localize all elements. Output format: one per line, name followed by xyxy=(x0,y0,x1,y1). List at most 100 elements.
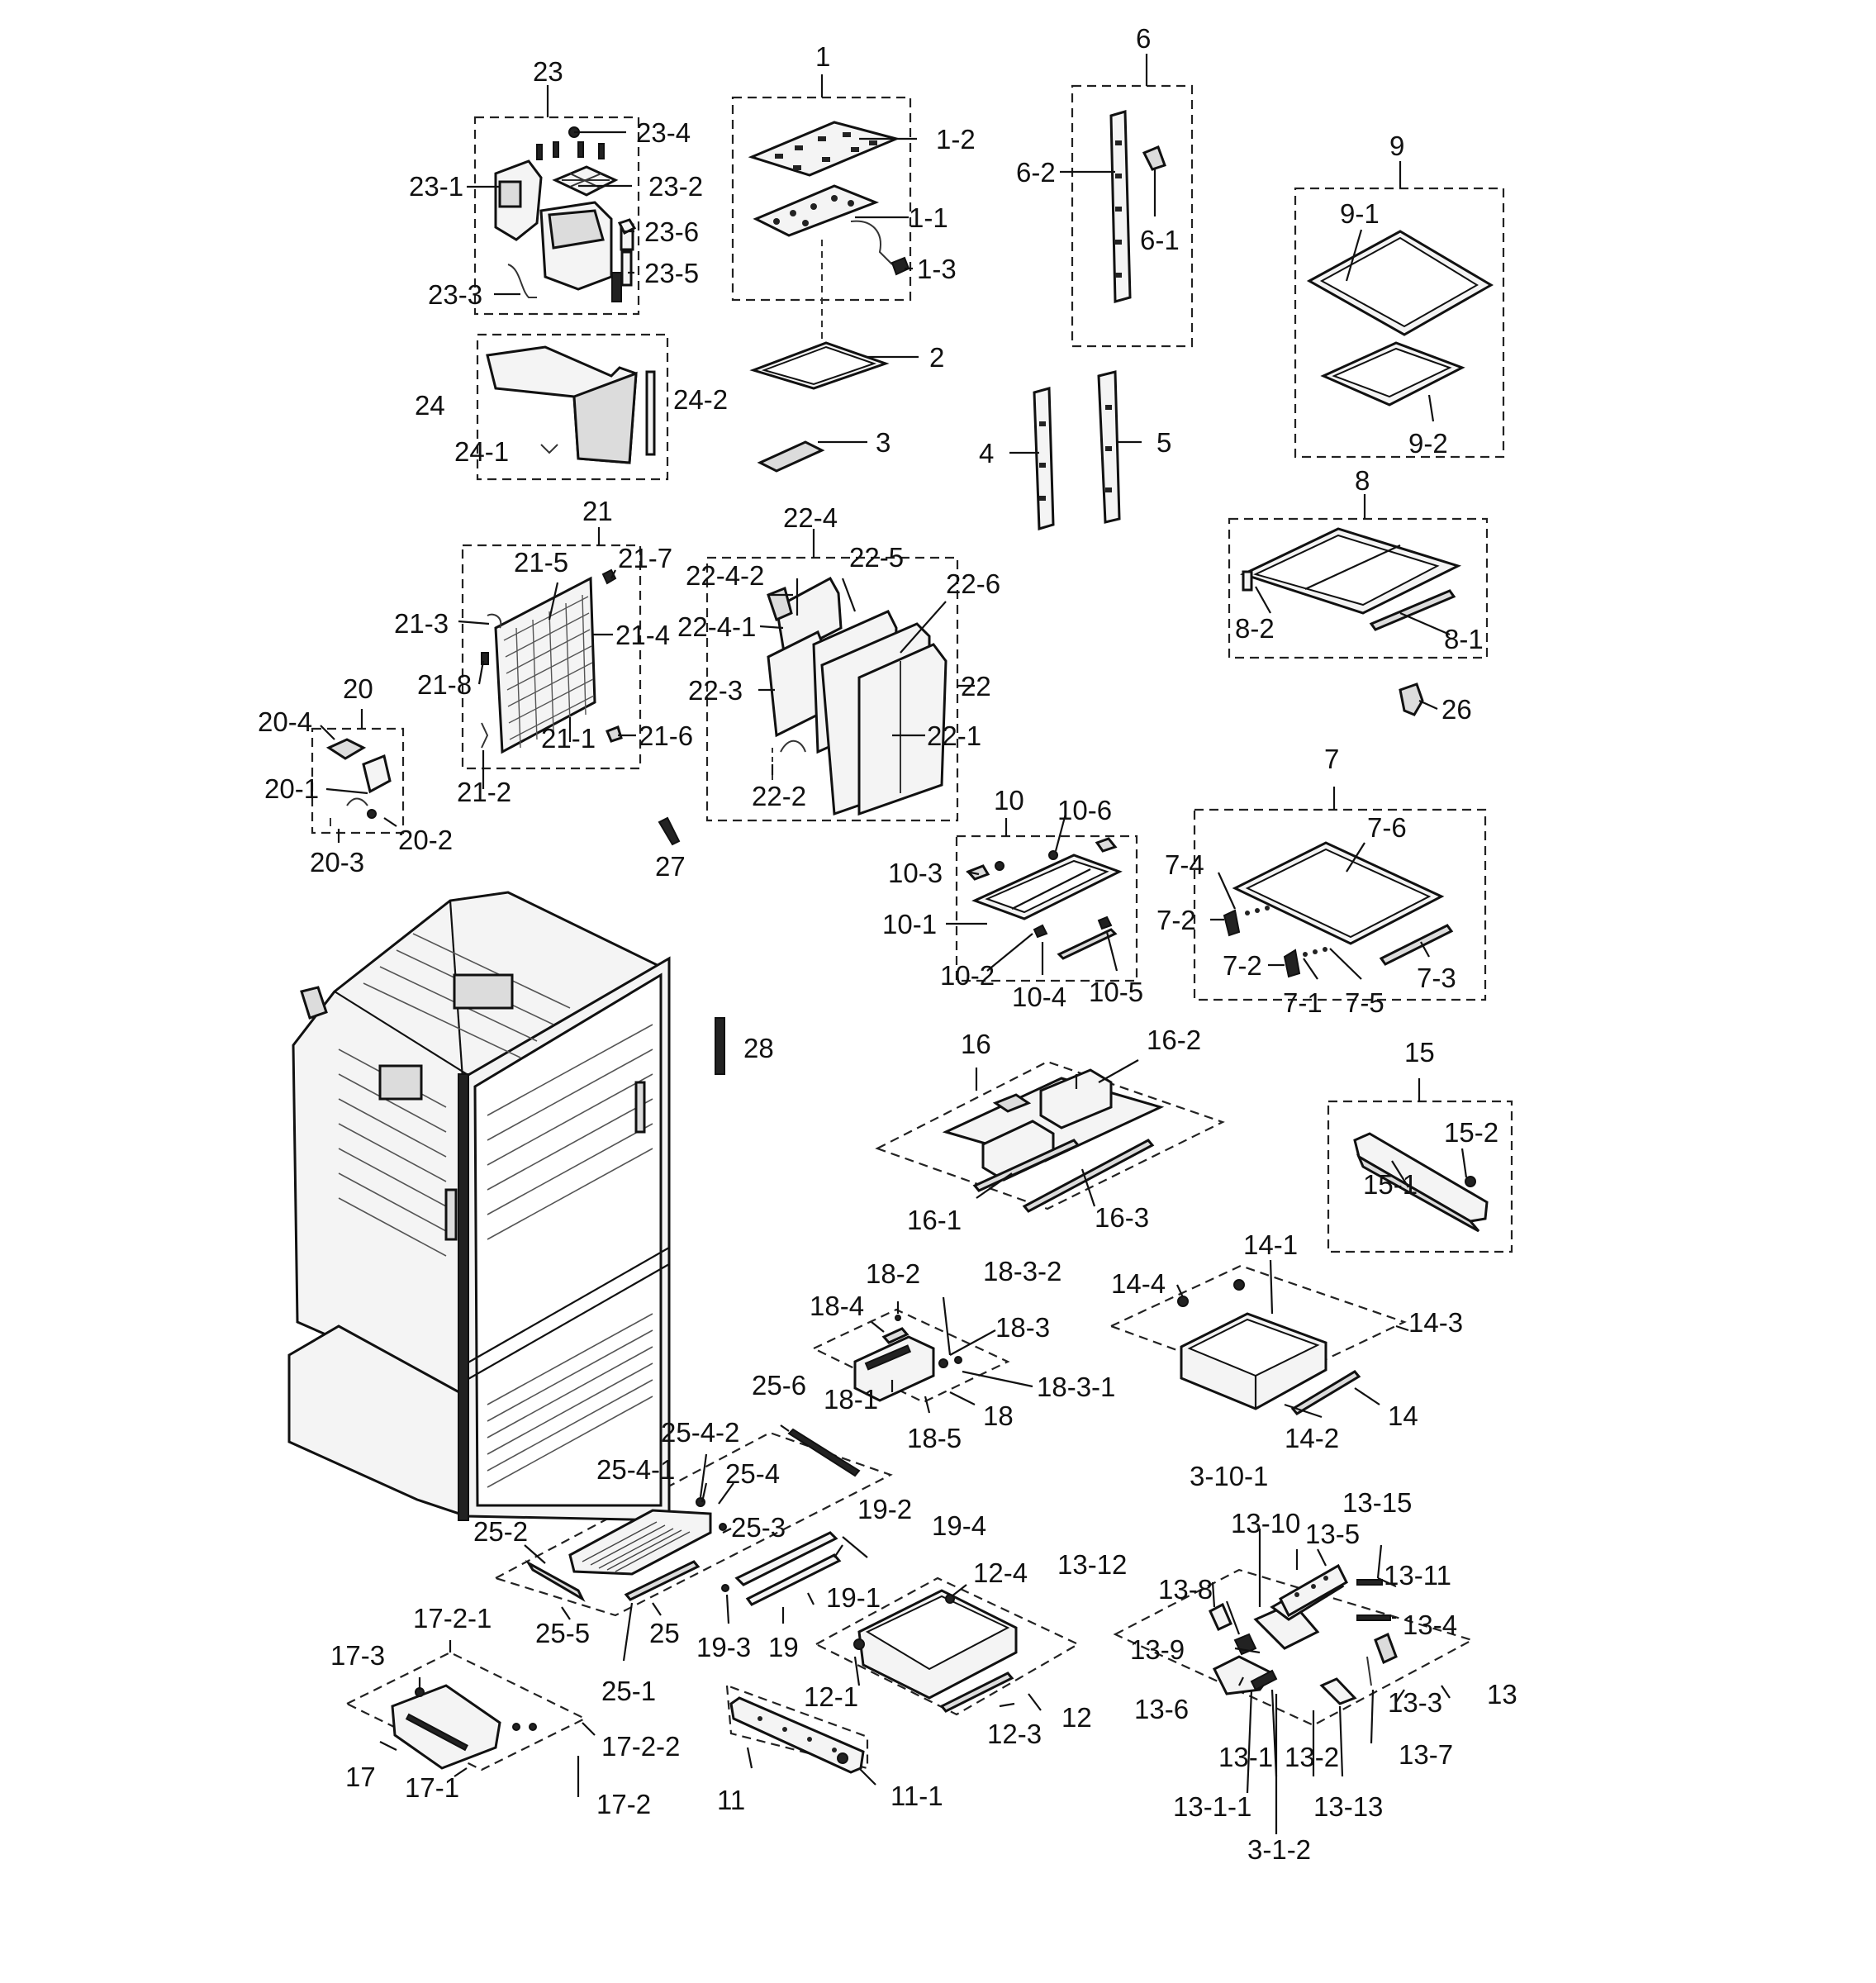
label-25-4-1: 25-4-1 xyxy=(596,1454,675,1485)
label-13-8: 13-8 xyxy=(1158,1574,1213,1605)
label-16: 16 xyxy=(961,1029,991,1059)
label-10-3: 10-3 xyxy=(888,858,943,888)
label-25-1: 25-1 xyxy=(601,1676,656,1706)
label-14-2: 14-2 xyxy=(1285,1423,1339,1453)
rail-holes xyxy=(1039,405,1112,501)
label-23-4: 23-4 xyxy=(636,117,691,148)
part-7-shelf xyxy=(1223,841,1454,978)
label-25-2: 25-2 xyxy=(473,1516,528,1547)
part-26 xyxy=(1399,682,1424,716)
label-21-6: 21-6 xyxy=(639,720,693,751)
label-8: 8 xyxy=(1355,465,1370,496)
label-19: 19 xyxy=(768,1632,799,1662)
label-21: 21 xyxy=(582,496,613,526)
label-1-2: 1-2 xyxy=(936,124,976,155)
label-23: 23 xyxy=(533,56,563,87)
label-22-4-1: 22-4-1 xyxy=(677,611,756,642)
group-box-25 xyxy=(493,1431,893,1617)
part-27 xyxy=(658,816,681,846)
label-7-4: 7-4 xyxy=(1165,849,1204,880)
part-1-cover xyxy=(748,121,910,347)
label-21-2: 21-2 xyxy=(457,777,511,807)
part-19-cover xyxy=(721,1531,842,1606)
label-22-4: 22-4 xyxy=(783,502,838,533)
label-14-1: 14-1 xyxy=(1243,1229,1298,1260)
label-6-1: 6-1 xyxy=(1140,225,1180,255)
part-10-shelf xyxy=(966,837,1123,960)
label-22-5: 22-5 xyxy=(849,542,904,573)
part-cabinet xyxy=(287,891,671,1522)
callout-labels: 23 23-4 23-1 23-2 23-6 23-5 23-3 24 24-2… xyxy=(258,23,1517,1865)
label-24-1: 24-1 xyxy=(454,436,509,467)
label-12-1: 12-1 xyxy=(804,1681,858,1712)
label-23-6: 23-6 xyxy=(644,216,699,247)
label-22-3: 22-3 xyxy=(688,675,743,706)
label-22: 22 xyxy=(961,671,991,701)
part-3 xyxy=(757,440,825,473)
group-box-10 xyxy=(955,835,1138,982)
label-23-1: 23-1 xyxy=(409,171,463,202)
label-23-2: 23-2 xyxy=(648,171,703,202)
label-21-7: 21-7 xyxy=(618,543,672,573)
group-box-21 xyxy=(461,544,642,770)
label-7-3: 7-3 xyxy=(1417,963,1456,993)
label-19-1: 19-1 xyxy=(826,1582,881,1613)
group-box-23 xyxy=(473,116,640,316)
group-box-24 xyxy=(476,333,669,481)
label-18-3: 18-3 xyxy=(995,1312,1050,1343)
part-8-shelf xyxy=(1239,527,1462,631)
label-20-3: 20-3 xyxy=(310,847,364,877)
label-7-2a: 7-2 xyxy=(1156,905,1196,935)
label-22-1: 22-1 xyxy=(927,720,981,751)
group-box-20 xyxy=(311,727,405,835)
label-13-13: 13-13 xyxy=(1313,1791,1383,1822)
label-12-3: 12-3 xyxy=(987,1719,1042,1749)
label-15-2: 15-2 xyxy=(1444,1117,1498,1148)
label-10-2: 10-2 xyxy=(940,960,995,991)
part-16-cover xyxy=(942,1068,1165,1213)
label-3: 3 xyxy=(876,427,891,458)
label-1: 1 xyxy=(815,41,830,72)
label-13-2: 13-2 xyxy=(1285,1742,1339,1772)
label-19-4: 19-4 xyxy=(932,1510,986,1541)
label-13-7: 13-7 xyxy=(1399,1739,1453,1770)
part-18-panel xyxy=(853,1315,962,1402)
part-21-evaporator xyxy=(481,568,623,754)
label-19-3: 19-3 xyxy=(696,1632,751,1662)
label-25: 25 xyxy=(649,1618,680,1648)
label-17-3: 17-3 xyxy=(330,1640,385,1671)
label-15-1: 15-1 xyxy=(1363,1169,1418,1200)
label-12: 12 xyxy=(1061,1702,1092,1733)
label-18-3-1: 18-3-1 xyxy=(1037,1372,1115,1402)
label-11-1: 11-1 xyxy=(891,1781,943,1811)
label-17-2-2: 17-2-2 xyxy=(601,1731,680,1762)
label-10: 10 xyxy=(994,785,1024,816)
group-box-14 xyxy=(1109,1264,1407,1386)
label-22-2: 22-2 xyxy=(752,781,806,811)
label-13-6: 13-6 xyxy=(1134,1694,1189,1724)
label-26: 26 xyxy=(1441,694,1472,725)
label-21-8: 21-8 xyxy=(417,669,472,700)
group-box-7 xyxy=(1193,808,1487,1001)
label-11: 11 xyxy=(717,1785,745,1815)
label-13-1: 13-1 xyxy=(1218,1742,1273,1772)
leader-lines xyxy=(320,54,1468,1834)
label-3-10-1: 3-10-1 xyxy=(1190,1461,1268,1491)
label-16-3: 16-3 xyxy=(1095,1202,1149,1233)
label-16-2: 16-2 xyxy=(1147,1025,1201,1055)
label-23-5: 23-5 xyxy=(644,258,699,288)
label-25-6: 25-6 xyxy=(752,1370,806,1400)
label-12-4: 12-4 xyxy=(973,1557,1028,1588)
group-box-6 xyxy=(1071,84,1194,348)
part-12-drawer xyxy=(853,1589,1018,1713)
label-17: 17 xyxy=(345,1762,376,1792)
label-25-4-2: 25-4-2 xyxy=(661,1417,739,1448)
label-21-1: 21-1 xyxy=(541,723,596,754)
part-15-rail xyxy=(1353,1132,1489,1233)
label-13-15: 13-15 xyxy=(1342,1487,1412,1518)
part-20 xyxy=(325,738,392,826)
label-4: 4 xyxy=(979,438,994,468)
part-6-rail xyxy=(1109,110,1166,303)
label-1-3: 1-3 xyxy=(917,254,957,284)
label-1-1: 1-1 xyxy=(909,202,948,233)
